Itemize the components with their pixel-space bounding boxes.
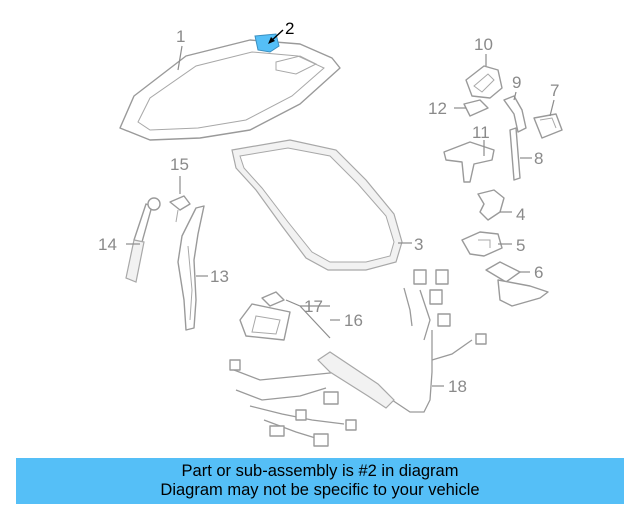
part-5-lock-bracket[interactable] (461, 231, 503, 257)
callout-14: 14 (98, 235, 117, 254)
callout-18: 18 (448, 377, 467, 396)
banner-line-2: Diagram may not be specific to your vehi… (160, 481, 480, 499)
part-2-highlighted[interactable] (254, 29, 284, 53)
part-1-trunk-lid[interactable] (119, 39, 341, 141)
part-14-gas-strut[interactable] (125, 197, 161, 283)
callout-6: 6 (534, 263, 543, 282)
callout-12: 12 (428, 99, 447, 118)
info-banner: Part or sub-assembly is #2 in diagram Di… (16, 458, 624, 504)
callout-8: 8 (534, 149, 543, 168)
banner-line-1: Part or sub-assembly is #2 in diagram (181, 462, 459, 480)
callout-15: 15 (170, 155, 189, 174)
callout-7: 7 (550, 81, 559, 100)
callout-labels: 1 2 3 4 5 6 7 8 9 10 11 12 13 14 15 16 1… (98, 19, 559, 396)
part-4-bracket[interactable] (477, 189, 505, 221)
callout-16: 16 (344, 311, 363, 330)
part-6-latch[interactable] (485, 261, 549, 307)
part-17-bulb[interactable] (261, 291, 285, 307)
part-12-bulb[interactable] (463, 99, 489, 117)
callout-17: 17 (304, 297, 323, 316)
leader-lines (126, 45, 555, 387)
callout-1: 1 (176, 27, 185, 46)
part-9-link[interactable] (503, 95, 527, 133)
callout-11: 11 (472, 123, 490, 142)
part-11-hinge-bracket[interactable] (443, 141, 495, 183)
callout-5: 5 (516, 236, 525, 255)
callout-10: 10 (474, 35, 493, 54)
callout-2: 2 (285, 19, 294, 38)
callout-13: 13 (210, 267, 229, 286)
part-8-rod[interactable] (509, 127, 521, 181)
part-3-weatherstrip[interactable] (231, 139, 403, 271)
part-13-hinge-arm[interactable] (177, 205, 205, 331)
part-7-lock-cylinder[interactable] (533, 113, 563, 139)
part-10-handle[interactable] (465, 65, 503, 99)
part-15-pin[interactable] (169, 195, 191, 223)
part-18-wiring-harness[interactable] (229, 269, 487, 447)
exploded-parts-diagram: 1 2 3 4 5 6 7 8 9 10 11 12 13 14 15 16 1… (98, 19, 563, 447)
part-16-lamp-housing[interactable] (239, 303, 291, 341)
callout-3: 3 (414, 235, 423, 254)
callout-9: 9 (512, 73, 521, 92)
callout-4: 4 (516, 205, 525, 224)
